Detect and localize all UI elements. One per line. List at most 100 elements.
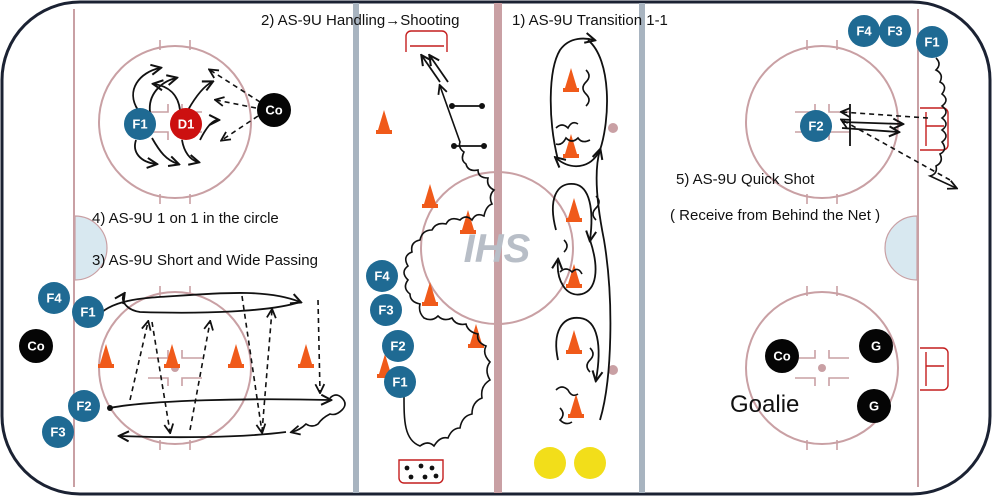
player-f1[interactable]: F1 (916, 26, 948, 58)
skate-path (120, 432, 287, 437)
faceoff-circle-bottom-right (745, 291, 899, 445)
svg-text:D1: D1 (178, 117, 195, 132)
stickhandle-path (403, 86, 496, 448)
player-f2[interactable]: F2 (68, 390, 100, 422)
player-f1[interactable]: F1 (384, 366, 416, 398)
svg-text:F1: F1 (924, 35, 939, 50)
drill-label-5-subtitle: ( Receive from Behind the Net ) (670, 207, 880, 224)
pass-path (241, 295, 262, 432)
player-f3[interactable]: F3 (879, 15, 911, 47)
cone-icon (563, 68, 579, 92)
svg-text:F2: F2 (808, 119, 823, 134)
skate-path (95, 292, 300, 319)
player-f1[interactable]: F1 (124, 108, 156, 140)
skate-path (134, 139, 156, 164)
skate-path (552, 183, 592, 240)
drill-label-2: 2) AS-9U Handling→Shooting (261, 12, 459, 29)
pass-path (318, 299, 320, 392)
skate-path (151, 137, 178, 164)
drill-label-5: 5) AS-9U Quick Shot (676, 171, 815, 188)
goal-crease-right (884, 215, 918, 281)
center-red-line (494, 3, 502, 493)
player-f4[interactable]: F4 (366, 260, 398, 292)
svg-text:F2: F2 (76, 399, 91, 414)
skate-path (430, 56, 449, 83)
player-coach[interactable]: Co (257, 93, 291, 127)
svg-text:F3: F3 (887, 24, 902, 39)
goalie-label: Goalie (730, 391, 799, 418)
cone-icon (563, 134, 579, 158)
skate-path (422, 56, 441, 83)
svg-text:F4: F4 (856, 24, 872, 39)
skate-path (555, 317, 598, 380)
player-coach[interactable]: Co (765, 339, 799, 373)
cone-icon (376, 110, 392, 134)
player-f2[interactable]: F2 (800, 110, 832, 142)
faceoff-dot (818, 364, 826, 372)
puck-icon (479, 103, 485, 109)
svg-text:F3: F3 (50, 425, 65, 440)
skate-path (597, 150, 612, 421)
skate-path (187, 82, 212, 111)
player-f4[interactable]: F4 (38, 282, 70, 314)
stickhandle-path (927, 57, 956, 188)
svg-text:F1: F1 (80, 305, 95, 320)
player-d1[interactable]: D1 (170, 108, 202, 140)
cone-icon (566, 264, 582, 288)
net-icon (398, 459, 444, 484)
skate-path (549, 39, 594, 161)
puck-icon (451, 143, 457, 149)
player-goalie[interactable]: G (857, 389, 891, 423)
pass-path (129, 322, 148, 401)
stickhandle-path (555, 69, 591, 146)
skate-path (199, 120, 218, 141)
stickhandle-path (292, 394, 346, 432)
svg-text:Co: Co (265, 103, 282, 118)
cone-icon (98, 344, 114, 368)
svg-text:Co: Co (773, 349, 790, 364)
net-icon (920, 347, 949, 391)
pass-path (222, 115, 259, 140)
player-coach[interactable]: Co (19, 329, 53, 363)
skate-path (132, 68, 160, 111)
puck-icon (107, 405, 113, 411)
skate-path (558, 239, 597, 296)
pass-path (189, 322, 210, 431)
svg-text:G: G (871, 339, 881, 354)
ball-icon (534, 447, 566, 479)
blue-line-right (639, 3, 645, 493)
center-circle (420, 171, 574, 325)
cone-icon (377, 354, 393, 378)
goal-crease-left (74, 215, 108, 281)
net-icon (405, 30, 448, 52)
svg-text:F2: F2 (390, 339, 405, 354)
shot-path (841, 128, 898, 132)
player-f1[interactable]: F1 (72, 296, 104, 328)
blue-line-left (353, 3, 359, 493)
player-f3[interactable]: F3 (42, 416, 74, 448)
ihs-logo: IHS (464, 227, 531, 271)
player-f4[interactable]: F4 (848, 15, 880, 47)
puck-icon (449, 103, 455, 109)
pass-path (210, 70, 261, 103)
neutral-dot (608, 365, 618, 375)
cone-icon (164, 344, 180, 368)
neutral-dot (608, 123, 618, 133)
svg-text:F4: F4 (46, 291, 62, 306)
ball-icon (574, 447, 606, 479)
skate-path (181, 139, 198, 162)
svg-text:F4: F4 (374, 269, 390, 284)
puck-icon (481, 143, 487, 149)
svg-text:F1: F1 (132, 117, 147, 132)
svg-text:G: G (869, 399, 879, 414)
player-goalie[interactable]: G (859, 329, 893, 363)
player-f2[interactable]: F2 (382, 330, 414, 362)
svg-text:F3: F3 (378, 303, 393, 318)
cone-icon (422, 184, 438, 208)
svg-text:Co: Co (27, 339, 44, 354)
svg-text:F1: F1 (392, 375, 407, 390)
player-f3[interactable]: F3 (370, 294, 402, 326)
cone-icon (566, 198, 582, 222)
cone-icon (422, 282, 438, 306)
